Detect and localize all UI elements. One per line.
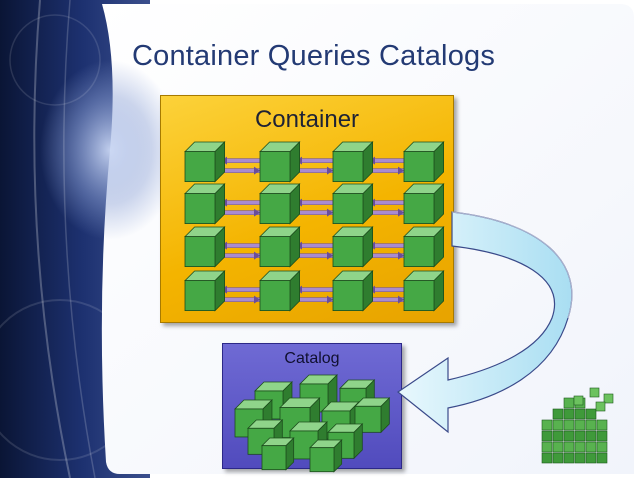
logo-block bbox=[552, 419, 564, 431]
container-cube bbox=[332, 141, 374, 183]
stacked-cubes-logo-icon bbox=[541, 387, 614, 464]
connector-arrow bbox=[295, 241, 334, 260]
logo-block bbox=[574, 452, 586, 464]
logo-block bbox=[563, 419, 575, 431]
container-cube bbox=[403, 141, 445, 183]
container-cube bbox=[403, 226, 445, 268]
logo-block bbox=[541, 430, 553, 442]
container-cube bbox=[259, 141, 301, 183]
connector-arrow bbox=[368, 156, 405, 175]
logo-block bbox=[563, 430, 575, 442]
logo-block bbox=[552, 441, 564, 453]
catalog-label: Catalog bbox=[284, 350, 340, 367]
logo-block bbox=[585, 419, 597, 431]
catalog-cube bbox=[261, 437, 295, 471]
container-cube bbox=[259, 183, 301, 225]
catalog-cube bbox=[309, 439, 343, 473]
logo-block bbox=[585, 441, 597, 453]
container-cube bbox=[259, 270, 301, 312]
logo-block bbox=[563, 441, 575, 453]
catalog-cube bbox=[327, 423, 364, 460]
catalog-cube-cluster bbox=[234, 374, 391, 473]
logo-block bbox=[595, 401, 606, 412]
slide-title: Container Queries Catalogs bbox=[132, 40, 496, 72]
connector-arrow bbox=[368, 198, 405, 217]
logo-block bbox=[596, 441, 608, 453]
container-cube bbox=[403, 183, 445, 225]
logo-block bbox=[573, 395, 584, 406]
logo-block bbox=[574, 441, 586, 453]
logo-block bbox=[585, 408, 597, 420]
logo-block bbox=[574, 430, 586, 442]
container-cube bbox=[332, 183, 374, 225]
connector-arrow bbox=[368, 241, 405, 260]
logo-block bbox=[596, 452, 608, 464]
logo-block bbox=[574, 419, 586, 431]
connector-arrow bbox=[220, 241, 261, 260]
connector-arrow bbox=[295, 285, 334, 304]
container-cube bbox=[259, 226, 301, 268]
container-cube bbox=[332, 270, 374, 312]
logo-block bbox=[552, 430, 564, 442]
logo-block bbox=[563, 408, 575, 420]
connector-arrow bbox=[220, 198, 261, 217]
logo-block bbox=[585, 452, 597, 464]
logo-block bbox=[563, 452, 575, 464]
container-cube-grid bbox=[184, 141, 445, 312]
logo-block bbox=[596, 419, 608, 431]
container-cube bbox=[332, 226, 374, 268]
curved-arrow-icon bbox=[396, 211, 573, 434]
container-label: Container bbox=[254, 106, 360, 133]
logo-block bbox=[541, 441, 553, 453]
connector-arrow bbox=[295, 198, 334, 217]
logo-block bbox=[585, 430, 597, 442]
logo-block bbox=[552, 408, 564, 420]
connector-arrow bbox=[368, 285, 405, 304]
logo-block bbox=[563, 397, 575, 409]
logo-block bbox=[552, 452, 564, 464]
container-cube bbox=[403, 270, 445, 312]
connector-arrow bbox=[220, 285, 261, 304]
connector-arrow bbox=[220, 156, 261, 175]
container-cube bbox=[184, 183, 226, 225]
logo-block bbox=[574, 408, 586, 420]
container-cube bbox=[184, 141, 226, 183]
logo-block bbox=[596, 430, 608, 442]
logo-block bbox=[603, 393, 614, 404]
logo-block bbox=[541, 419, 553, 431]
connector-arrow bbox=[295, 156, 334, 175]
container-cube bbox=[184, 270, 226, 312]
logo-block bbox=[589, 387, 600, 398]
logo-block bbox=[541, 452, 553, 464]
container-cube bbox=[184, 226, 226, 268]
